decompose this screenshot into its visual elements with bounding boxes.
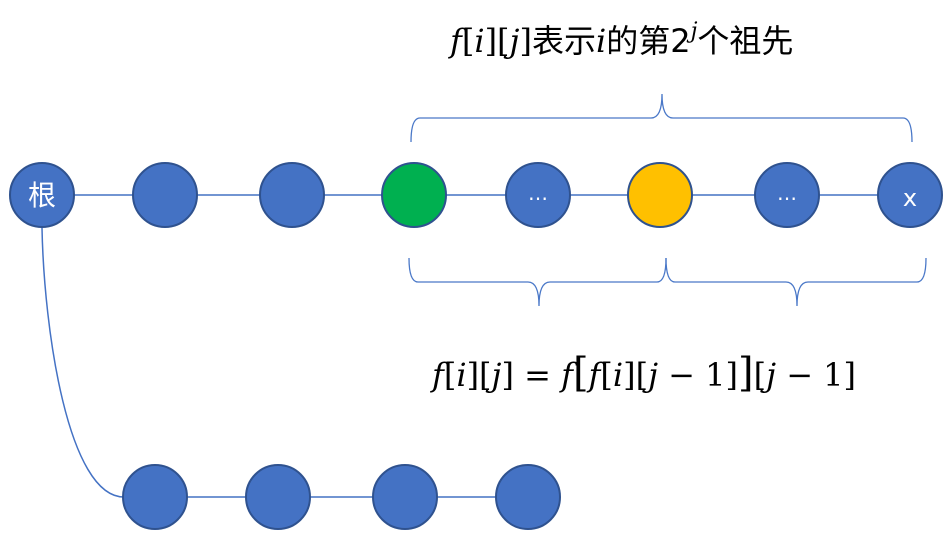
- chain-node: [259, 162, 325, 228]
- ancestor-node-green: [381, 162, 447, 228]
- chain-node: [132, 162, 198, 228]
- ellipsis-node: [754, 162, 820, 228]
- branch-node: [245, 464, 311, 530]
- branch-node: [372, 464, 438, 530]
- branch-node: [495, 464, 561, 530]
- x-label: x: [903, 184, 917, 212]
- ellipsis-label: …: [777, 181, 797, 205]
- formula-bottom: f[i][j] = f[f[i][j − 1]][j − 1]: [430, 350, 856, 396]
- root-node: [9, 162, 75, 228]
- brace-top: [410, 93, 913, 143]
- x-node: [877, 162, 943, 228]
- branch-node: [122, 464, 188, 530]
- midpoint-node-orange: [627, 162, 693, 228]
- ellipsis-node: [505, 162, 571, 228]
- brace-lower-right: [665, 257, 927, 307]
- root-label: 根: [28, 179, 56, 212]
- brace-lower-left: [408, 257, 667, 307]
- branch-curve-edge: [41, 227, 125, 498]
- formula-top: f[i][j]表示i的第2j个祖先: [448, 19, 793, 60]
- ellipsis-label: …: [528, 181, 548, 205]
